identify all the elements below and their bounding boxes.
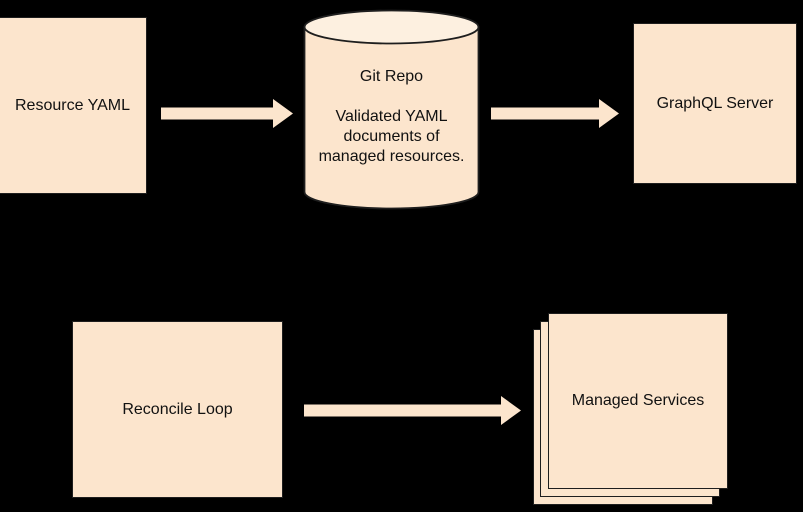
cylinder-top-ellipse xyxy=(303,9,480,45)
node-git-repo-title: Git Repo xyxy=(359,68,424,85)
node-resource-yaml: Resource YAML xyxy=(0,17,147,194)
node-reconcile-loop-label: Reconcile Loop xyxy=(122,400,233,418)
node-git-repo-line3: managed resources. xyxy=(318,148,465,165)
node-managed-services-label: Managed Services xyxy=(571,392,705,409)
arrow-right-icon-reconcile-to-services xyxy=(304,396,521,425)
node-managed-services: Managed Services xyxy=(548,313,728,489)
cylinder-body xyxy=(303,26,480,210)
node-git-repo-line2: documents of xyxy=(343,128,440,145)
database-cylinder-icon xyxy=(303,9,480,210)
node-resource-yaml-label: Resource YAML xyxy=(14,96,130,114)
node-graphql-server: GraphQL Server xyxy=(633,23,797,184)
node-reconcile-loop: Reconcile Loop xyxy=(72,321,283,498)
node-git-repo-line1: Validated YAML xyxy=(335,108,448,125)
arrow-right-shape xyxy=(161,99,293,128)
arrow-right-icon-gitrepo-to-graphql xyxy=(491,99,619,128)
arrow-right-shape xyxy=(491,99,619,128)
node-graphql-server-label: GraphQL Server xyxy=(656,94,774,112)
node-git-repo: Git Repo Validated YAML documents of man… xyxy=(303,67,480,167)
blank-line xyxy=(303,87,480,107)
arrow-right-shape xyxy=(304,396,521,425)
arrow-right-icon-resource-to-gitrepo xyxy=(161,99,293,128)
